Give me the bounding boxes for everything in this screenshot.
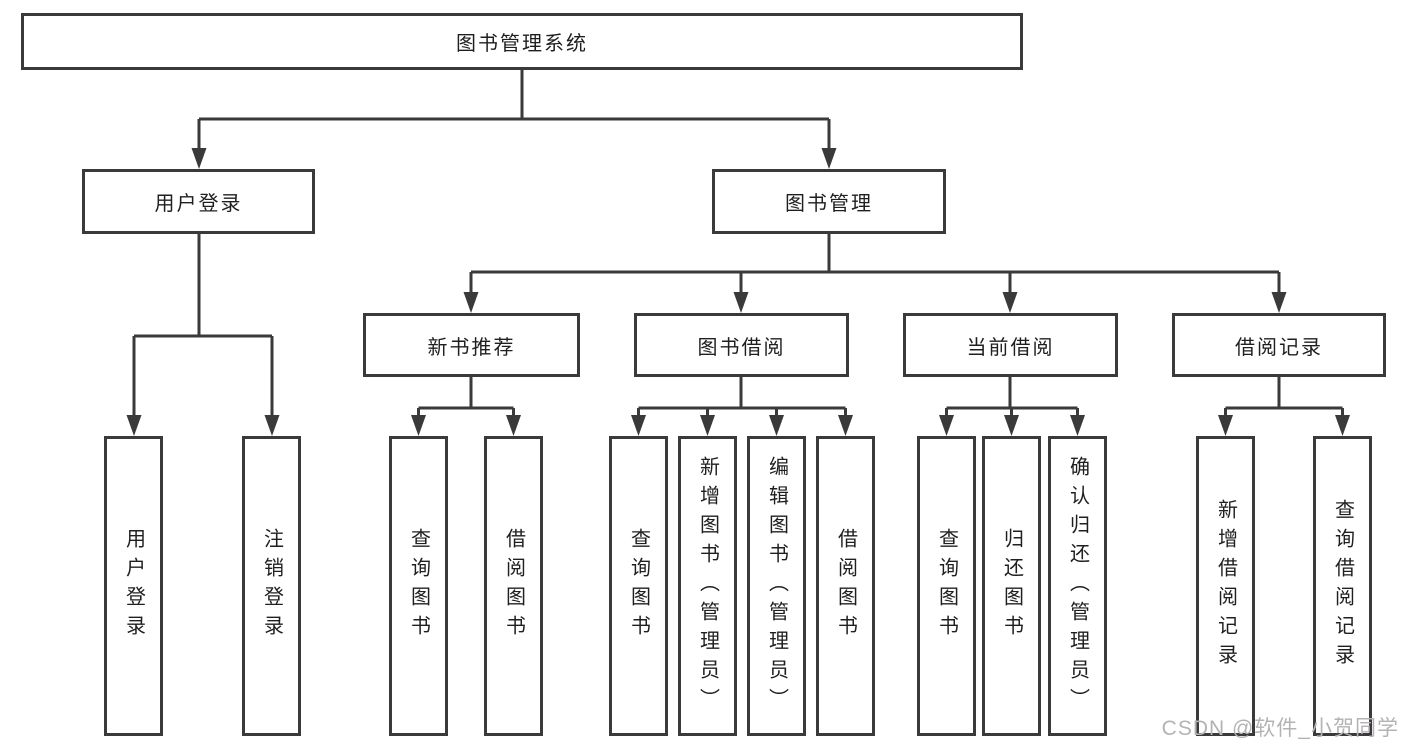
leaf-query-books-current: 查询图书 — [917, 436, 976, 736]
leaf-query-borrow-record: 查询借阅记录 — [1313, 436, 1372, 736]
leaf-add-books-admin: 新增图书（管理员） — [678, 436, 737, 736]
leaf-user-login: 用户登录 — [104, 436, 163, 736]
node-new-book-recommend: 新书推荐 — [363, 313, 580, 377]
node-borrow-records-label: 借阅记录 — [1235, 336, 1323, 359]
leaf-query-books-borrow: 查询图书 — [609, 436, 668, 736]
node-user-login-label: 用户登录 — [154, 193, 243, 215]
node-book-management: 图书管理 — [712, 169, 946, 234]
node-book-management-label: 图书管理 — [785, 193, 873, 215]
leaf-edit-books-admin-label: 编辑图书（管理员） — [765, 455, 788, 717]
node-user-login: 用户登录 — [82, 169, 315, 234]
leaf-borrow-books-label: 借阅图书 — [834, 528, 857, 644]
leaf-logout: 注销登录 — [242, 436, 301, 736]
leaf-query-books-current-label: 查询图书 — [935, 528, 958, 644]
leaf-query-books-recommend-label: 查询图书 — [407, 528, 430, 644]
node-book-borrow-label: 图书借阅 — [697, 336, 786, 359]
leaf-borrow-books-recommend-label: 借阅图书 — [502, 528, 525, 644]
leaf-query-borrow-record-label: 查询借阅记录 — [1331, 499, 1354, 673]
leaf-return-books-label: 归还图书 — [1000, 528, 1023, 644]
node-borrow-records: 借阅记录 — [1172, 313, 1386, 377]
leaf-return-books: 归还图书 — [982, 436, 1041, 736]
node-new-book-recommend-label: 新书推荐 — [427, 336, 516, 359]
leaf-borrow-books: 借阅图书 — [816, 436, 875, 736]
leaf-logout-label: 注销登录 — [260, 528, 283, 644]
leaf-borrow-books-recommend: 借阅图书 — [484, 436, 543, 736]
root-node-library-system: 图书管理系统 — [21, 13, 1023, 70]
node-current-borrow: 当前借阅 — [903, 313, 1118, 377]
leaf-user-login-label: 用户登录 — [122, 528, 145, 644]
leaf-edit-books-admin: 编辑图书（管理员） — [747, 436, 806, 736]
leaf-confirm-return-admin-label: 确认归还（管理员） — [1066, 455, 1089, 717]
root-node-label: 图书管理系统 — [456, 33, 588, 55]
leaf-query-books-borrow-label: 查询图书 — [627, 528, 650, 644]
leaf-query-books-recommend: 查询图书 — [389, 436, 448, 736]
leaf-add-borrow-record: 新增借阅记录 — [1196, 436, 1255, 736]
node-current-borrow-label: 当前借阅 — [966, 336, 1055, 359]
node-book-borrow: 图书借阅 — [634, 313, 849, 377]
leaf-add-books-admin-label: 新增图书（管理员） — [696, 455, 719, 717]
leaf-confirm-return-admin: 确认归还（管理员） — [1048, 436, 1107, 736]
leaf-add-borrow-record-label: 新增借阅记录 — [1214, 499, 1237, 673]
watermark: CSDN @软件_小贺同学 — [1161, 717, 1399, 740]
